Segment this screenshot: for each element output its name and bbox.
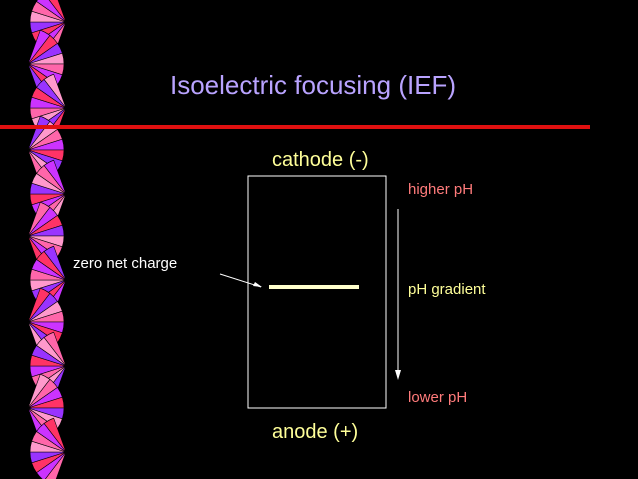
zero-net-charge-label: zero net charge	[73, 255, 178, 272]
anode-label: anode (+)	[272, 421, 359, 443]
fan-ornament	[27, 287, 65, 357]
lower-ph-label: lower pH	[408, 389, 468, 406]
higher-ph-label: higher pH	[408, 181, 474, 198]
fan-ornament	[29, 331, 67, 401]
fan-blade	[36, 0, 67, 23]
fan-ornament	[29, 417, 67, 479]
fan-blade	[43, 159, 67, 195]
fan-blade	[43, 417, 67, 453]
cathode-label: cathode (-)	[272, 149, 369, 171]
zero-charge-pointer-arrow	[219, 273, 262, 288]
slide-title: Isoelectric focusing (IEF)	[170, 70, 457, 100]
ph-gradient-arrow	[395, 209, 401, 380]
fan-blade	[43, 331, 67, 367]
fan-blade	[43, 245, 67, 281]
fan-blade	[43, 73, 67, 109]
ph-gradient-label: pH gradient	[408, 281, 486, 298]
gel-box	[247, 175, 387, 409]
fan-blade	[48, 0, 67, 23]
decorative-fan-border	[27, 0, 67, 479]
